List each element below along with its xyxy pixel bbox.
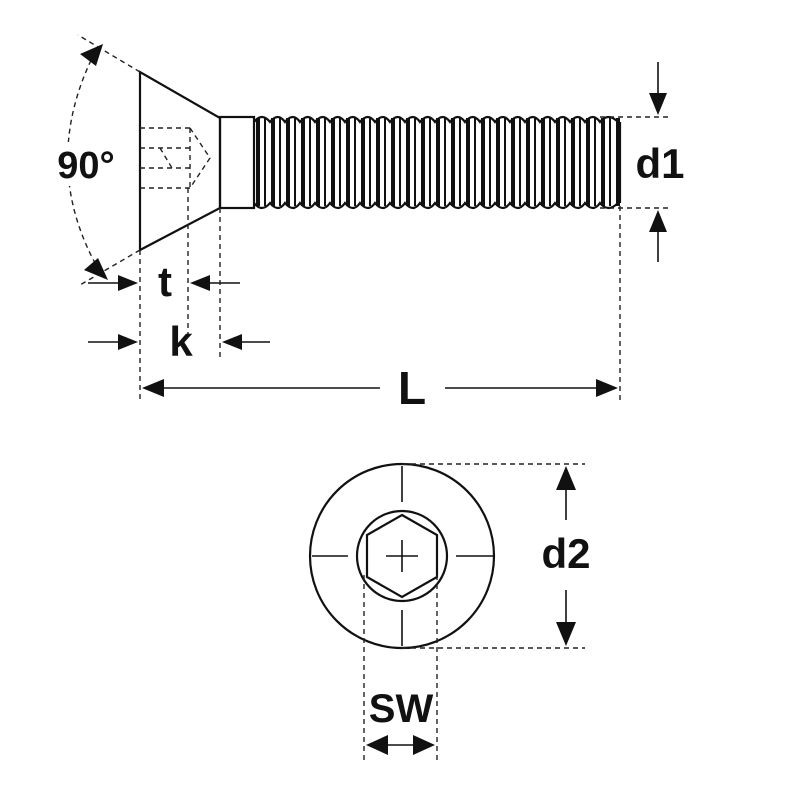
t-label: t xyxy=(158,258,172,305)
sw-dimension: SW xyxy=(363,575,438,762)
screw-collar xyxy=(218,115,256,210)
t-dimension: t xyxy=(88,188,240,340)
top-view: d2 SW xyxy=(308,462,591,762)
angle-label: 90° xyxy=(57,145,114,187)
d2-dimension: d2 xyxy=(402,463,591,649)
L-dimension: L xyxy=(142,206,621,414)
k-label: k xyxy=(169,318,193,365)
hex-socket xyxy=(365,513,439,599)
socket-hidden-lines xyxy=(140,127,211,189)
side-view: 90° t k L xyxy=(48,34,685,414)
thread-body xyxy=(253,115,622,210)
angle-dimension: 90° xyxy=(48,34,141,286)
sw-label: SW xyxy=(369,687,434,731)
d1-dimension: d1 xyxy=(600,62,685,262)
k-dimension: k xyxy=(88,208,270,400)
d2-label: d2 xyxy=(541,530,590,577)
L-label: L xyxy=(398,362,426,414)
d1-label: d1 xyxy=(635,140,684,187)
